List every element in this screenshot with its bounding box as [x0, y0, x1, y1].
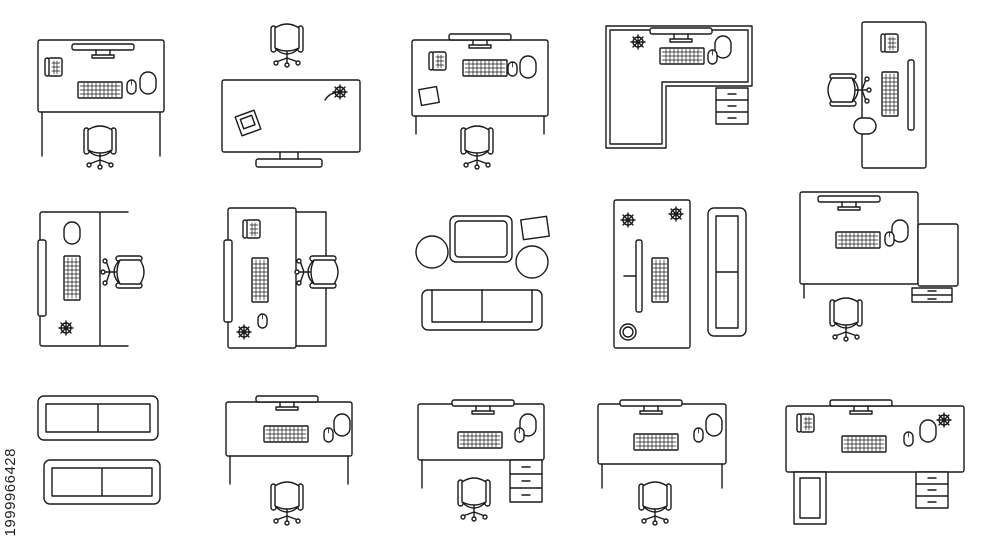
desk-book-chair — [411, 33, 549, 170]
lounge-sofa-table — [415, 215, 550, 331]
compact-desk-chair — [597, 399, 727, 526]
desk-drawers-chair — [417, 399, 545, 522]
desk-monitor-left-chair-right — [37, 211, 145, 347]
simple-desk-chair — [225, 395, 353, 526]
tall-desk-sofa — [613, 199, 747, 349]
vertical-desk-chair-left — [827, 21, 927, 169]
desk-return-chair — [799, 191, 959, 342]
desk-phone-monitor-left — [223, 207, 339, 349]
desk-chair-behind-monitor — [221, 23, 361, 168]
double-sofa — [37, 395, 161, 505]
stock-id-watermark: 1999966428 — [2, 447, 19, 536]
corner-desk-drawers — [605, 25, 753, 149]
desk-phone-two-pedestals — [785, 399, 965, 525]
desk-monitor-chair-front — [37, 39, 165, 170]
